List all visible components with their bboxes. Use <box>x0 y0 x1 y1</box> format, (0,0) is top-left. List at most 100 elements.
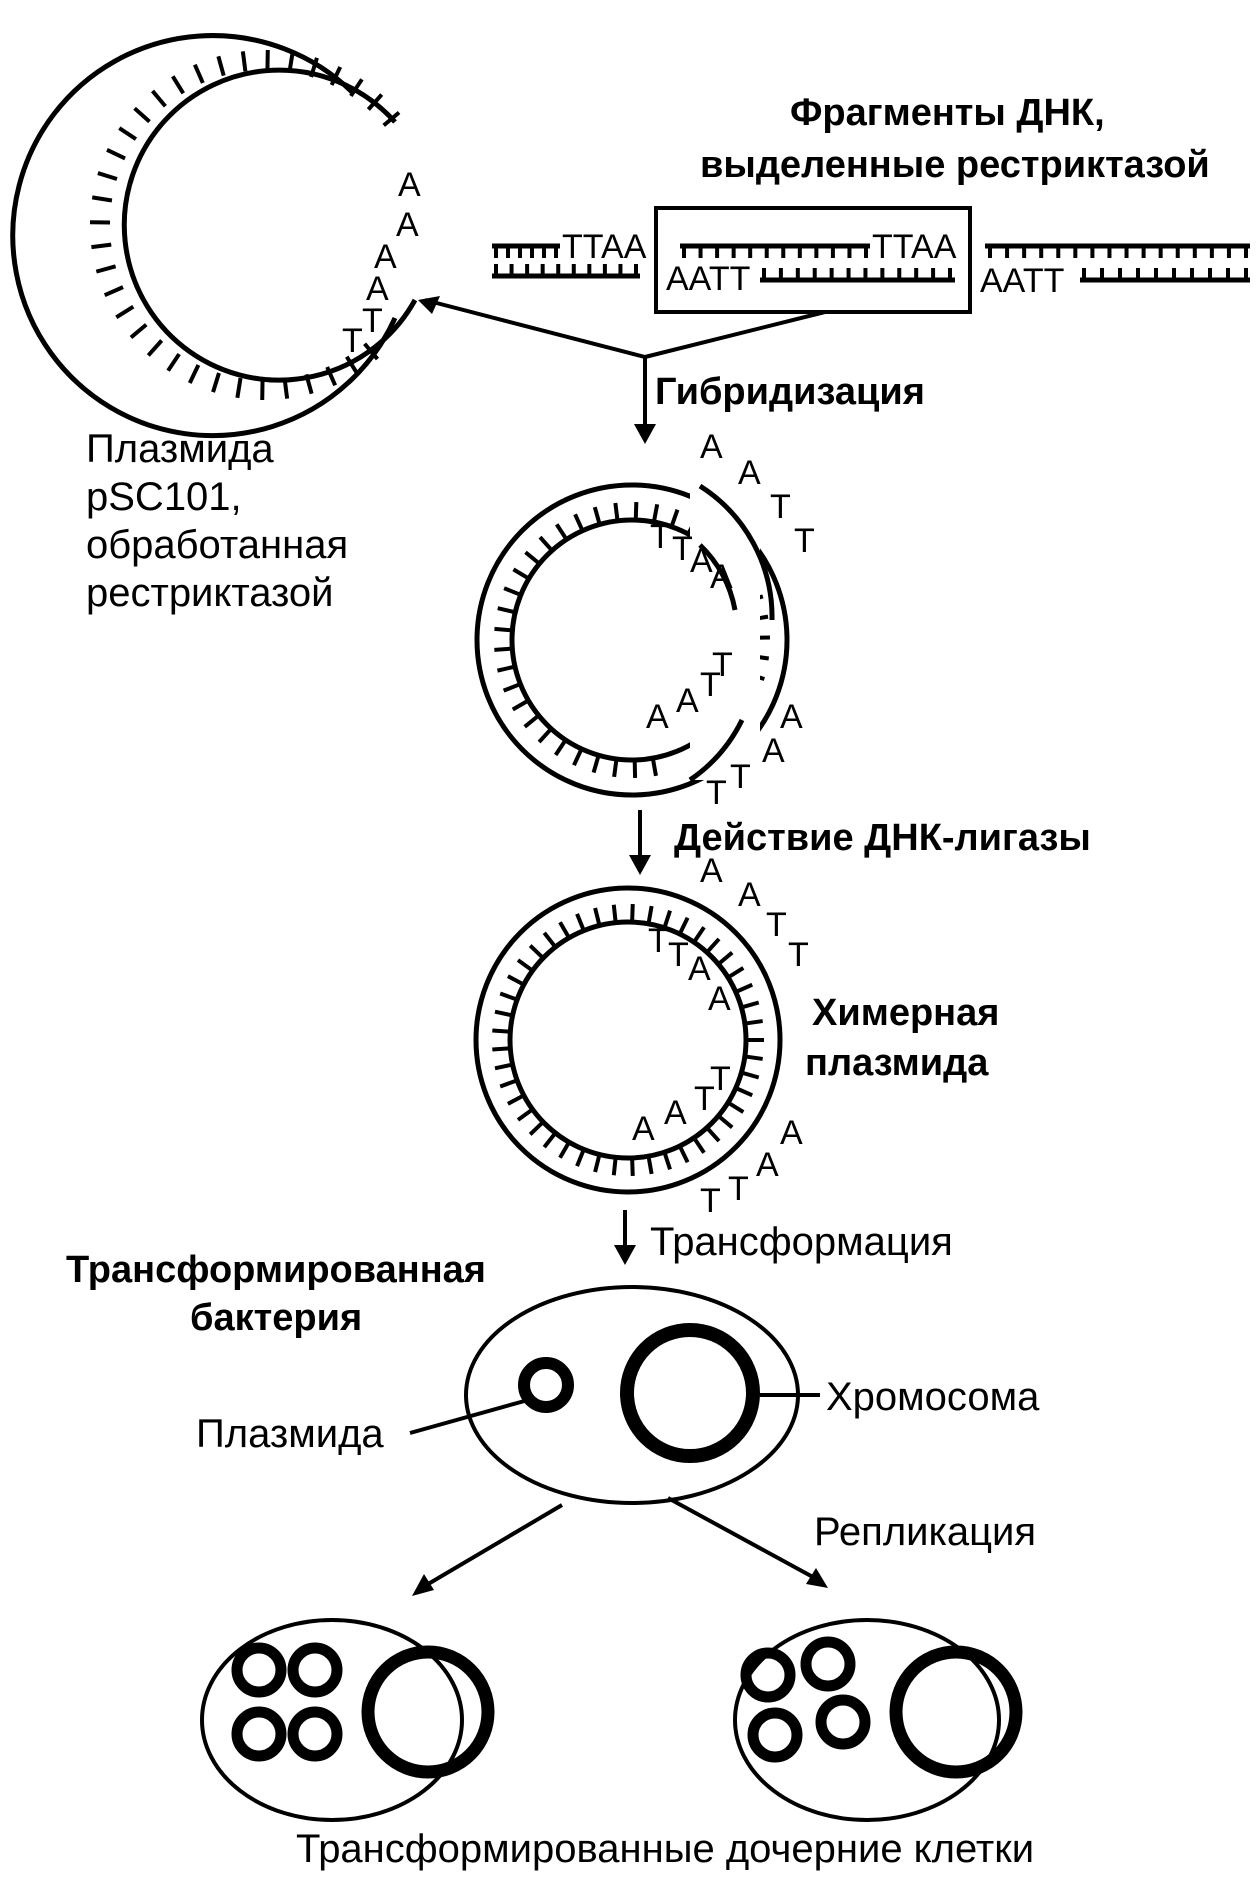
base-pair-tick <box>630 1157 635 1176</box>
replication-step: Репликация <box>412 1496 1036 1596</box>
plasmid-description: Плазмида pSC101, обработанная рестриктаз… <box>86 427 348 615</box>
right-fragment-sticky-end: AATT <box>980 262 1064 300</box>
base-pair-tick <box>187 364 201 384</box>
fragments-title-line1: Фрагменты ДНК, <box>790 92 1105 134</box>
svg-text:A: A <box>664 1094 687 1132</box>
base-pair-tick <box>282 378 290 399</box>
svg-text:A: A <box>708 980 731 1018</box>
base-pair-tick <box>650 757 658 777</box>
open-plasmid: A A A A T T <box>10 33 421 438</box>
base-pair-tick <box>677 916 690 935</box>
base-pair-tick <box>506 974 525 987</box>
hybrid-plasmid: A A T T T T A A T T A A A A T T <box>474 428 815 812</box>
base-pair-tick <box>705 937 721 954</box>
svg-text:T: T <box>766 906 787 944</box>
base-pair-tick <box>512 567 530 581</box>
base-pair-tick <box>593 1154 602 1173</box>
svg-text:A: A <box>646 698 669 736</box>
base-pair-tick <box>734 1086 754 1098</box>
base-pair-tick <box>538 535 554 552</box>
plasmid-ring <box>518 1357 574 1413</box>
base-pair-tick <box>329 66 343 86</box>
hybrid-sticky-end-labels: A A T T T T A A T T A A A A T T <box>646 428 815 812</box>
base-pair-tick <box>103 285 124 297</box>
base-pair-tick <box>171 75 185 95</box>
base-pair-tick <box>492 1028 511 1034</box>
base-pair-tick <box>193 63 205 84</box>
svg-text:T: T <box>672 530 693 568</box>
base-pair-tick <box>740 1070 760 1080</box>
plasmid-desc-line2: pSC101, <box>86 475 242 519</box>
base-pair-tick <box>555 523 569 541</box>
base-pair-tick <box>734 982 754 994</box>
base-pair-tick <box>118 126 138 141</box>
daughter-cells-label: Трансформированные дочерние клетки <box>296 1827 1034 1871</box>
base-pair-tick <box>494 1062 513 1071</box>
base-pair-tick <box>129 323 148 340</box>
base-pair-tick <box>662 1151 672 1170</box>
base-pair-tick <box>744 1019 763 1026</box>
base-pair-tick <box>309 57 319 78</box>
daughter-cell-left <box>200 1618 495 1822</box>
base-pair-tick <box>166 352 181 372</box>
transformation-label: Трансформация <box>650 1220 953 1264</box>
base-pair-tick <box>494 646 513 652</box>
bacterium-label-line1: Трансформированная <box>66 1249 486 1291</box>
plasmid-sticky-end-labels: A A A A T T <box>342 166 421 360</box>
base-pair-tick <box>216 55 226 77</box>
svg-text:T: T <box>700 1182 721 1220</box>
base-pair-tick <box>744 1054 763 1061</box>
base-pair-tick <box>524 550 541 566</box>
svg-text:T: T <box>788 936 809 974</box>
svg-text:T: T <box>710 1060 731 1098</box>
base-pair-tick <box>705 1126 721 1143</box>
base-t-1: T <box>362 302 383 340</box>
base-pair-tick <box>692 1136 706 1154</box>
base-pair-tick <box>516 958 534 973</box>
base-pair-tick <box>506 1093 525 1106</box>
svg-text:T: T <box>650 518 671 556</box>
svg-text:A: A <box>738 454 761 492</box>
base-pair-tick <box>363 342 380 361</box>
chromosome-ring <box>620 1323 760 1463</box>
daughter-cell-right <box>733 1618 1023 1822</box>
base-pair-tick <box>304 373 314 395</box>
svg-text:A: A <box>762 732 785 770</box>
transformation-step: Трансформация <box>614 1210 953 1265</box>
base-a-1: A <box>398 166 421 204</box>
base-pair-tick <box>553 738 568 757</box>
base-pair-tick <box>558 921 571 939</box>
middle-fragment-top-end: TTAA <box>872 228 957 266</box>
base-pair-tick <box>612 758 619 778</box>
plasmid-desc-line1: Плазмида <box>86 427 274 471</box>
base-pair-tick <box>95 264 117 274</box>
base-pair-tick <box>240 51 248 72</box>
base-pair-tick <box>575 913 586 932</box>
base-pair-tick <box>592 506 602 525</box>
base-pair-tick <box>727 966 745 980</box>
base-pair-tick <box>494 1009 513 1018</box>
base-pair-tick <box>496 664 516 673</box>
base-pair-tick <box>345 355 359 375</box>
base-pair-tick <box>516 1107 534 1122</box>
base-pair-tick <box>669 509 680 528</box>
base-pair-tick <box>611 1157 618 1176</box>
base-pair-tick <box>499 1078 518 1089</box>
plasmid-ticks <box>89 49 401 401</box>
svg-text:T: T <box>694 1080 715 1118</box>
ligase-step: Действие ДНК-лигазы <box>629 810 1091 875</box>
base-pair-tick <box>382 110 401 127</box>
base-a-2: A <box>396 206 419 244</box>
base-pair-tick <box>150 89 167 108</box>
base-pair-tick <box>677 1145 690 1164</box>
base-pair-tick <box>613 502 620 522</box>
base-pair-tick <box>573 513 585 532</box>
base-pair-tick <box>502 682 522 693</box>
base-pair-tick <box>146 339 164 357</box>
svg-text:A: A <box>676 682 699 720</box>
base-pair-tick <box>542 931 557 949</box>
svg-text:A: A <box>688 950 711 988</box>
base-pair-tick <box>593 907 602 926</box>
chimeric-plasmid-ticks <box>492 904 764 1176</box>
base-pair-tick <box>646 1155 654 1175</box>
